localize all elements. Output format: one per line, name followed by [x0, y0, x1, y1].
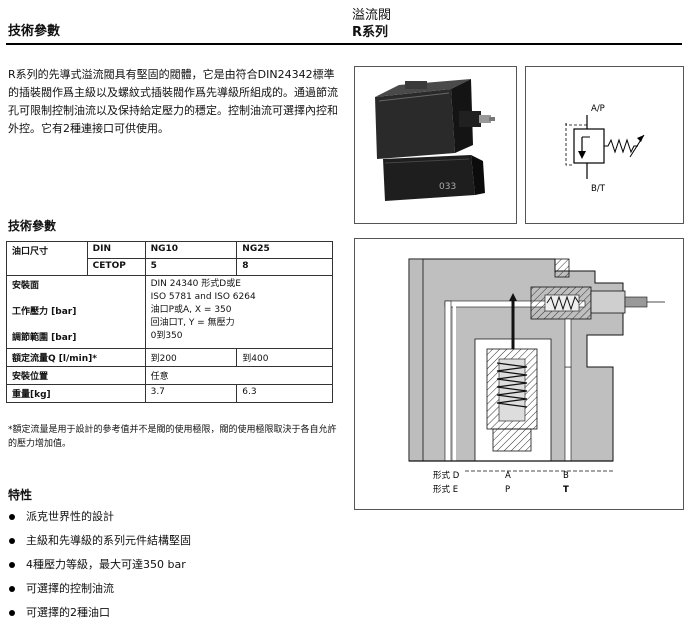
section-row1-label: 形式 D — [433, 470, 460, 481]
list-item: 可選擇的控制油流 — [8, 582, 191, 606]
section-row1-a: A — [505, 471, 511, 481]
position-value: 任意 — [144, 366, 334, 385]
weight-ng25: 6.3 — [236, 384, 333, 403]
photo-marking: 033 — [439, 182, 456, 192]
intro-paragraph: R系列的先導式溢流閥具有堅固的閥體，它是由符合DIN24342標準的插裝閥作爲主… — [8, 68, 338, 135]
symbol-label-bt: B/T — [591, 184, 606, 194]
table-row: 重量[kg] 3.7 6.3 — [6, 384, 333, 403]
cetop-ng10: 5 — [144, 258, 238, 276]
flow-label: 額定流量Q [l/min]* — [6, 348, 146, 367]
footnote: *額定流量是用于設計的參考值并不是閥的使用極限，閥的使用極限取決于各自允許的壓力… — [8, 425, 337, 449]
mounting-value-1: DIN 24340 形式D或E — [150, 279, 241, 289]
adjust-value: 0到350 — [150, 331, 183, 341]
port-size-label: 油口尺寸 — [6, 241, 88, 276]
hydraulic-symbol: A/P B/T — [525, 66, 684, 224]
product-title: 溢流閥 — [352, 8, 392, 23]
mounting-value-2: ISO 5781 and ISO 6264 — [150, 292, 256, 302]
mount-pressure-labels: 安裝面 工作壓力 [bar] 調節範圍 [bar] — [6, 275, 146, 349]
flow-ng25: 到400 — [236, 348, 333, 367]
feature-text: 主級和先導級的系列元件結構堅固 — [26, 534, 191, 547]
features-title: 特性 — [8, 488, 33, 502]
mounting-label: 安裝面 — [12, 281, 40, 291]
feature-text: 派克世界性的設計 — [26, 510, 114, 523]
din-label: DIN — [86, 241, 146, 259]
feature-text: 4種壓力等級，最大可達350 bar — [26, 558, 186, 571]
product-series: R系列 — [352, 25, 389, 40]
section-row2-b: T — [563, 485, 569, 495]
table-row: 安裝位置 任意 — [6, 366, 334, 385]
feature-text: 可選擇的控制油流 — [26, 582, 114, 595]
feature-text: 可選擇的2種油口 — [26, 606, 110, 619]
page-section-title: 技術參數 — [8, 24, 61, 39]
table-row: 安裝面 工作壓力 [bar] 調節範圍 [bar] DIN 24340 形式D或… — [6, 275, 334, 349]
bullet-icon — [9, 586, 15, 592]
list-item: 主級和先導級的系列元件結構堅固 — [8, 534, 191, 558]
bullet-icon — [9, 610, 15, 616]
list-item: 4種壓力等級，最大可達350 bar — [8, 558, 191, 582]
table-row: 額定流量Q [l/min]* 到200 到400 — [6, 348, 333, 367]
cetop-label: CETOP — [86, 258, 146, 276]
sectional-drawing: 形式 D A B 形式 E P T — [354, 238, 684, 510]
features-list: 派克世界性的設計 主級和先導級的系列元件結構堅固 4種壓力等級，最大可達350 … — [8, 510, 191, 630]
cetop-ng25: 8 — [236, 258, 333, 276]
ng25-header: NG25 — [236, 241, 333, 259]
adjust-label: 調節範圍 [bar] — [12, 333, 77, 343]
bullet-icon — [9, 514, 15, 520]
section-row2-label: 形式 E — [433, 484, 458, 495]
table-row: 油口尺寸 DIN NG10 NG25 — [6, 241, 333, 276]
mount-pressure-values: DIN 24340 形式D或E ISO 5781 and ISO 6264 油口… — [144, 275, 334, 349]
valve-photo-graphic: 033 — [375, 79, 495, 201]
symbol-label-ap: A/P — [591, 104, 605, 114]
header-divider — [6, 43, 682, 45]
bullet-icon — [9, 562, 15, 568]
product-photo: 033 — [354, 66, 517, 224]
section-row2-a: P — [505, 485, 510, 495]
relief-valve-symbol: A/P B/T — [565, 104, 645, 194]
section-row1-b: B — [563, 471, 569, 481]
pressure-value-2: 回油口T, Y = 無壓力 — [150, 318, 235, 328]
flow-ng10: 到200 — [144, 348, 238, 367]
list-item: 可選擇的2種油口 — [8, 606, 191, 630]
position-label: 安裝位置 — [6, 366, 146, 385]
specs-table: 油口尺寸 DIN NG10 NG25 CETOP 5 8 安裝面 工作壓力 [b… — [6, 241, 334, 403]
specs-section-title: 技術參數 — [8, 219, 57, 233]
weight-label: 重量[kg] — [6, 384, 146, 403]
pressure-label: 工作壓力 [bar] — [12, 307, 77, 317]
ng10-header: NG10 — [144, 241, 238, 259]
weight-ng10: 3.7 — [144, 384, 238, 403]
valve-section-graphic: 形式 D A B 形式 E P T — [408, 258, 665, 495]
list-item: 派克世界性的設計 — [8, 510, 191, 534]
bullet-icon — [9, 538, 15, 544]
pressure-value-1: 油口P或A, X = 350 — [150, 305, 232, 315]
